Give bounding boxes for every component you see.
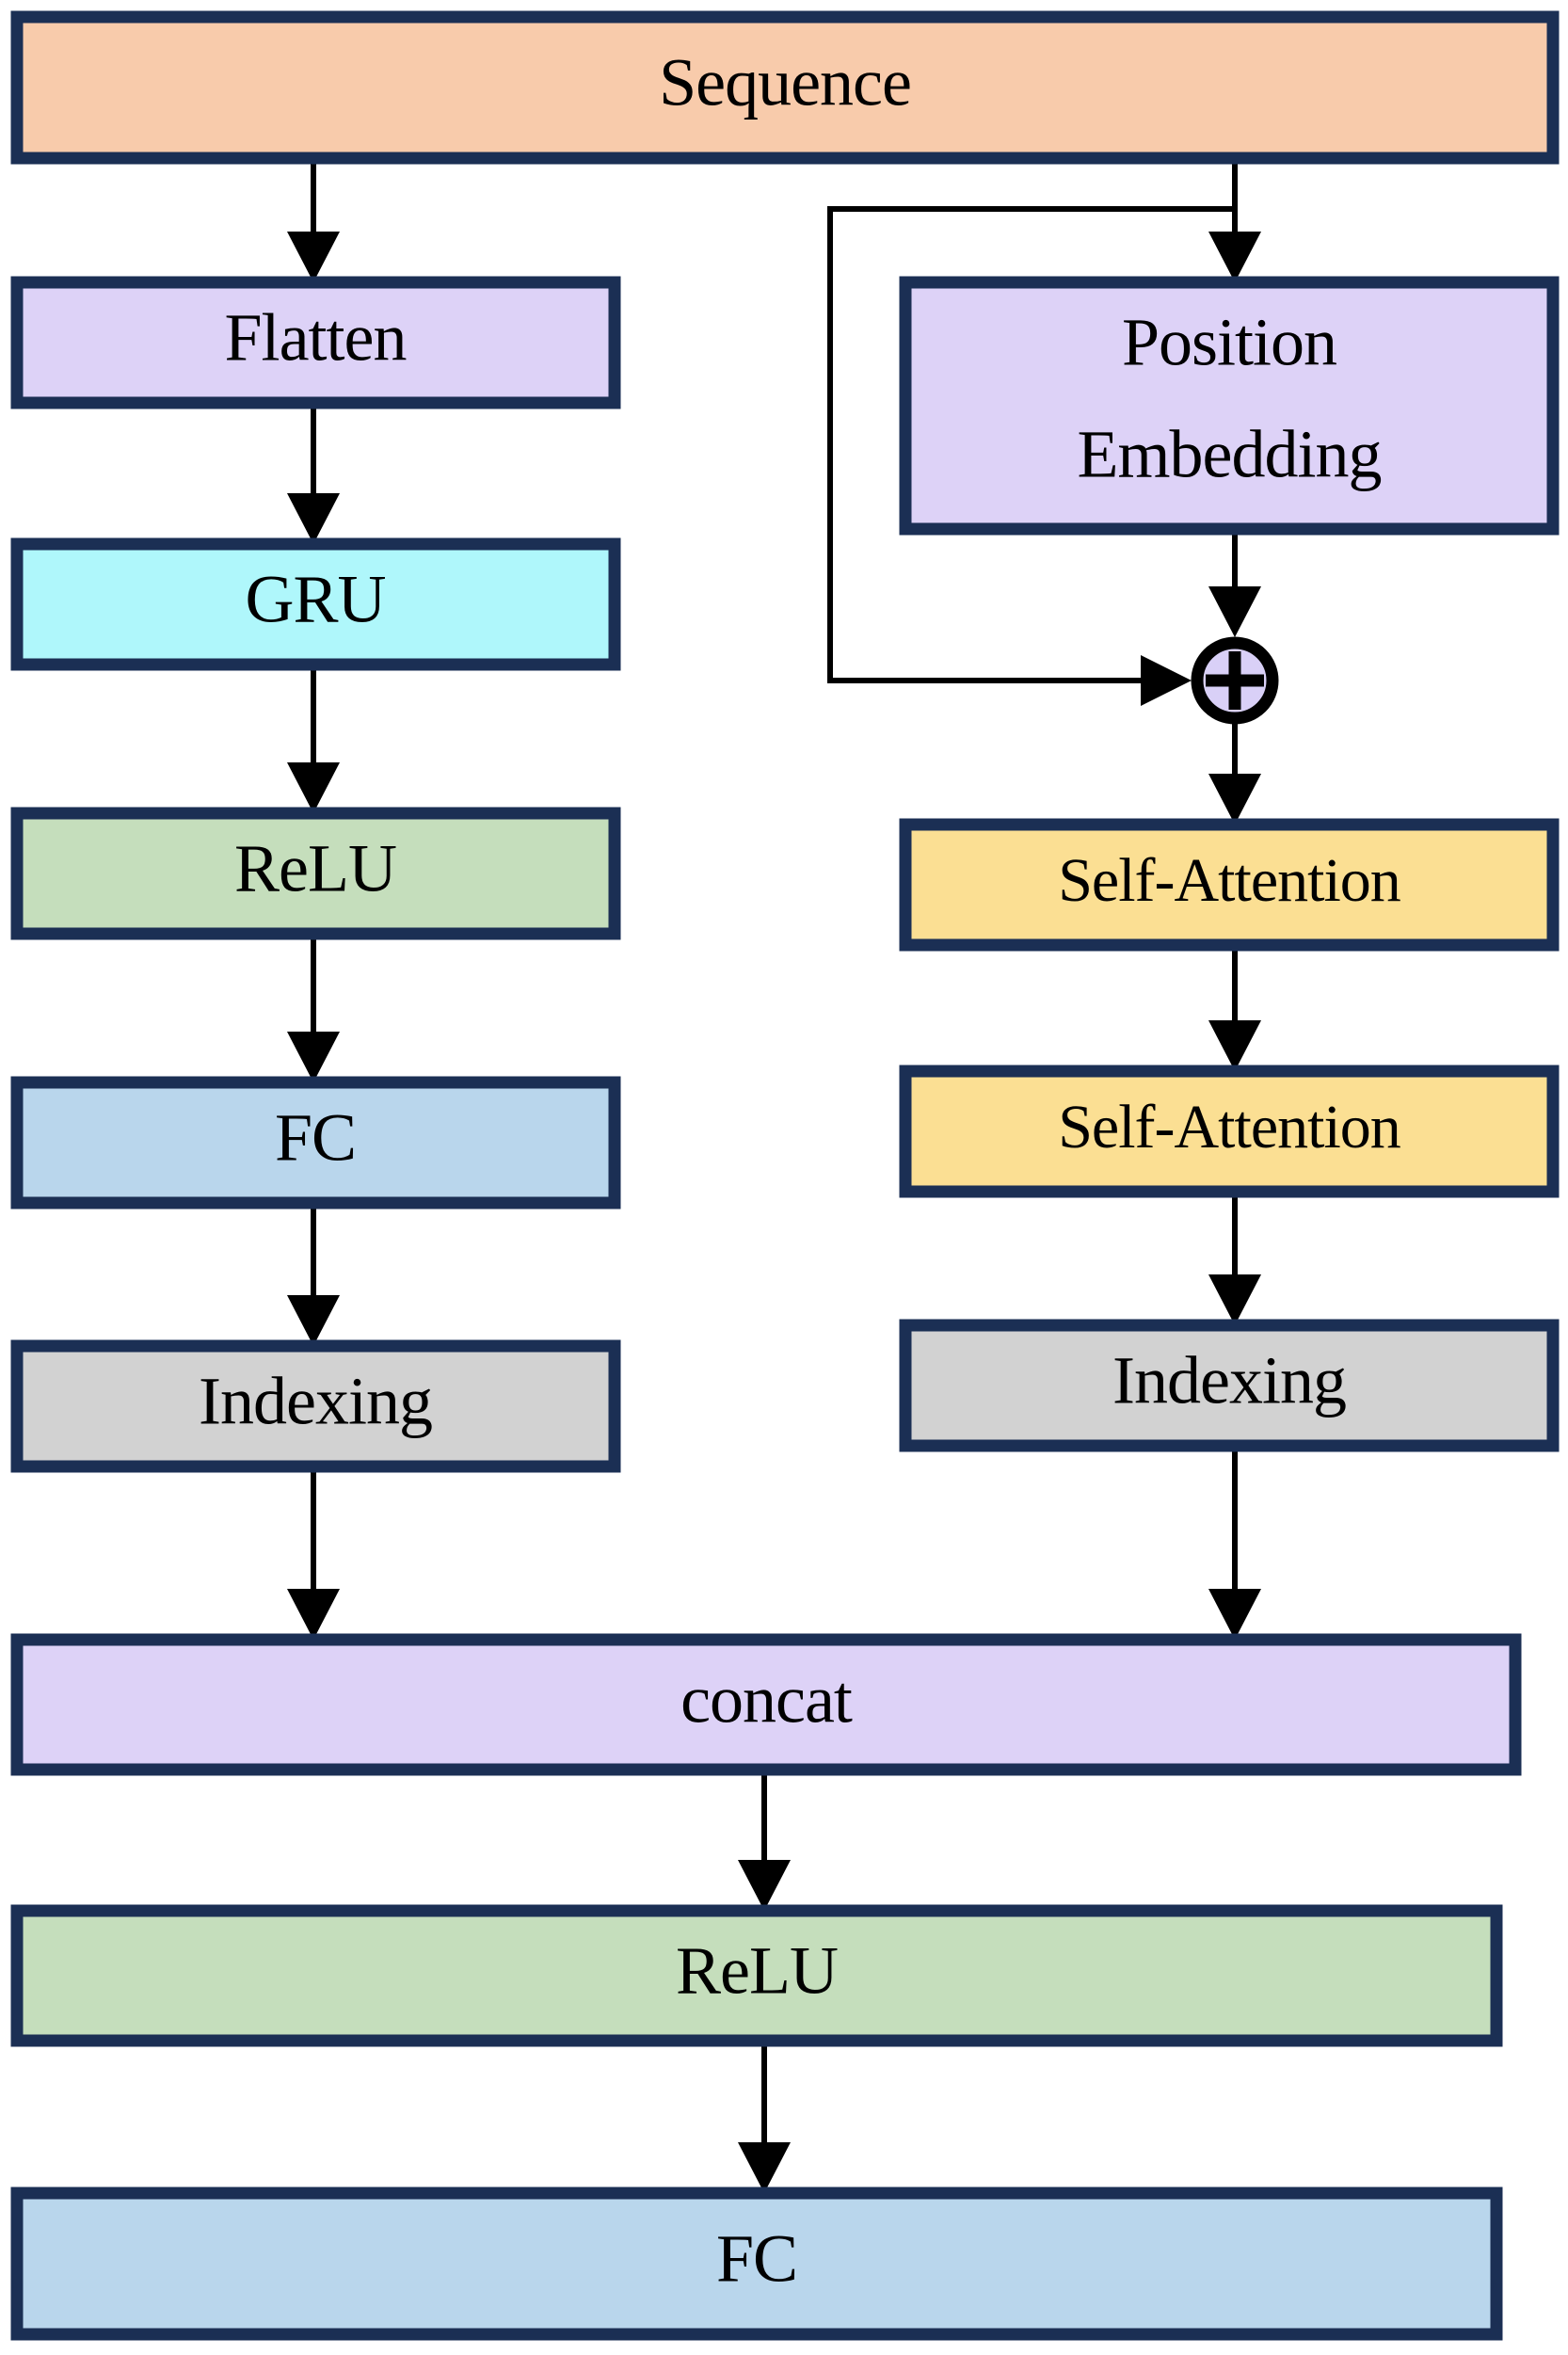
node-indexing-right-label: Indexing [1112,1343,1346,1418]
node-flatten-label: Flatten [225,300,407,376]
node-relu-bottom-label: ReLU [676,1933,838,2009]
edge-sequence-skip-to-add [827,206,1235,706]
edge-self-attention-1-to-2 [1208,945,1261,1071]
node-relu-left[interactable]: ReLU [10,807,621,940]
node-relu-left-label: ReLU [234,831,396,906]
edge-relu-bottom-to-fc-bottom [738,2041,791,2193]
node-self-attention-1[interactable]: Self-Attention [899,818,1560,952]
edge-fc-left-to-indexing-left [287,1203,340,1346]
node-sequence-label: Sequence [659,45,911,120]
node-flatten[interactable]: Flatten [10,276,621,409]
node-indexing-left-label: Indexing [199,1364,432,1439]
node-position-embedding[interactable]: Position Embedding [899,276,1560,536]
edge-gru-to-relu-left [287,665,340,813]
node-position-embedding-label-line2: Embedding [1078,417,1382,492]
node-gru[interactable]: GRU [10,537,621,671]
edge-indexing-left-to-concat [287,1466,340,1640]
node-gru-label: GRU [245,562,385,637]
edge-self-attention-2-to-indexing-right [1208,1192,1261,1325]
edge-sequence-to-position-embedding [1208,158,1261,282]
edge-add-to-self-attention-1 [1208,724,1261,825]
node-concat[interactable]: concat [10,1633,1522,1776]
node-sequence[interactable]: Sequence [10,10,1560,165]
node-fc-left-label: FC [275,1100,356,1176]
node-self-attention-2[interactable]: Self-Attention [899,1065,1560,1198]
edge-sequence-to-flatten [287,158,340,282]
node-concat-label: concat [680,1662,853,1738]
node-indexing-right[interactable]: Indexing [899,1319,1560,1452]
node-self-attention-2-label: Self-Attention [1058,1093,1400,1161]
node-fc-bottom[interactable]: FC [10,2187,1503,2341]
node-add[interactable] [1191,636,1279,725]
edge-concat-to-relu-bottom [738,1770,791,1911]
node-fc-left[interactable]: FC [10,1076,621,1210]
edge-relu-left-to-fc-left [287,934,340,1082]
node-indexing-left[interactable]: Indexing [10,1339,621,1473]
node-self-attention-1-label: Self-Attention [1058,846,1400,915]
node-fc-bottom-label: FC [716,2221,797,2297]
edge-indexing-right-to-concat [1208,1446,1261,1640]
node-relu-bottom[interactable]: ReLU [10,1904,1503,2047]
edge-position-embedding-to-add [1208,529,1261,637]
node-position-embedding-label-line1: Position [1122,305,1336,380]
edge-flatten-to-gru [287,403,340,544]
